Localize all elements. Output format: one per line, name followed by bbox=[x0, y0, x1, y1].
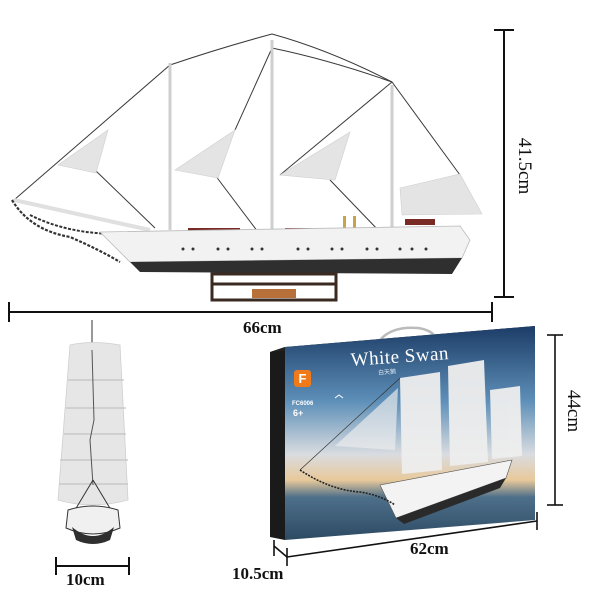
label-model-length: 66cm bbox=[243, 318, 282, 337]
box-set-code: FC6006 bbox=[292, 401, 314, 407]
box-age-rating: 6+ bbox=[293, 408, 304, 418]
dimension-line-box-depth bbox=[273, 540, 288, 558]
side-view-brass-fittings bbox=[343, 216, 356, 228]
dimension-line-box-height bbox=[547, 334, 563, 506]
side-view-bowsprit bbox=[11, 198, 151, 263]
front-view-model bbox=[57, 320, 129, 544]
side-view-hull bbox=[99, 225, 471, 274]
label-box-length: 62cm bbox=[410, 539, 449, 558]
label-box-depth: 10.5cm bbox=[232, 564, 284, 583]
label-box-height: 44cm bbox=[563, 389, 584, 433]
side-view-display-stand bbox=[210, 272, 338, 302]
label-model-height: 41.5cm bbox=[514, 137, 535, 195]
dimension-line-model-height bbox=[494, 29, 514, 298]
label-model-width: 10cm bbox=[66, 570, 105, 589]
dimension-line-model-length bbox=[8, 302, 493, 322]
brand-logo: F bbox=[294, 370, 311, 387]
side-view-masts bbox=[168, 40, 394, 232]
side-view-sails bbox=[57, 129, 483, 216]
dimension-line-model-width bbox=[55, 557, 130, 575]
box-product-subtitle: 白天鹅 bbox=[377, 368, 397, 377]
side-view-rigging bbox=[13, 33, 461, 233]
product-box bbox=[270, 326, 535, 540]
